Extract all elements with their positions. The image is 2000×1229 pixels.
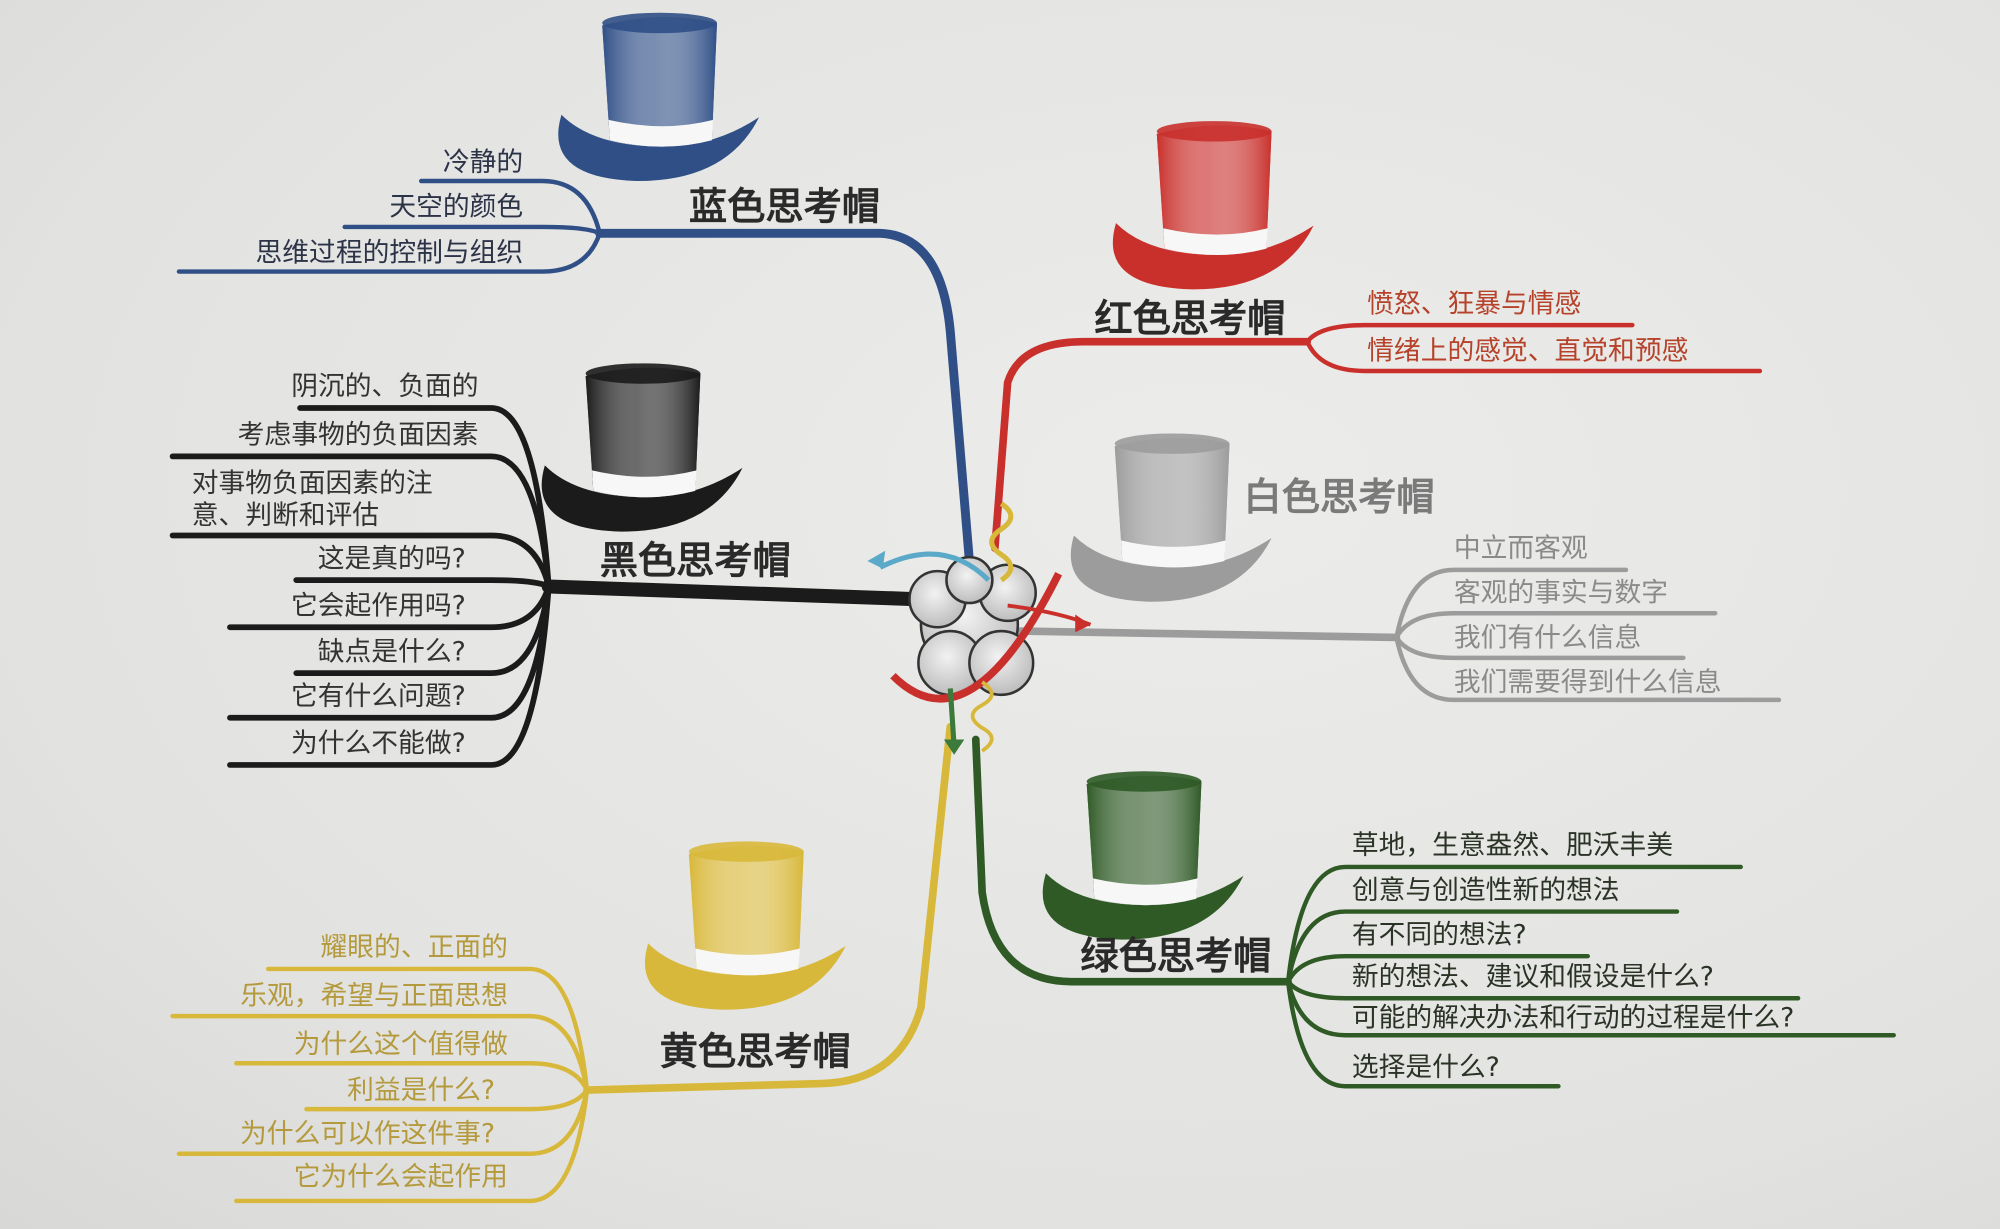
red-leaf-branch xyxy=(1305,339,1763,374)
white-leaf-branch xyxy=(1394,567,1629,640)
green-leaf-text: 有不同的想法? xyxy=(1352,919,1527,950)
blue-main-branch xyxy=(595,228,974,566)
yellow-leaf-text: 为什么可以作这件事? xyxy=(240,1118,495,1149)
red-hat-title: 红色思考帽 xyxy=(1094,297,1285,341)
yellow-hat-icon xyxy=(644,841,846,1010)
red-leaf-branch xyxy=(1305,322,1635,344)
green-leaf-text: 选择是什么? xyxy=(1352,1052,1500,1083)
white-leaf-text: 我们有什么信息 xyxy=(1454,622,1641,653)
red-swirl-arrow xyxy=(890,571,1063,703)
white-leaf-text: 我们需要得到什么信息 xyxy=(1454,667,1722,698)
blue-hat-title: 蓝色思考帽 xyxy=(689,185,880,229)
white-leaf-branch xyxy=(1394,635,1686,661)
green-leaf-text: 草地，生意盎然、肥沃丰美 xyxy=(1352,830,1673,861)
central-cloud xyxy=(867,501,1092,755)
green-leaf-branch xyxy=(1285,909,1680,984)
green-hat-title: 绿色思考帽 xyxy=(1080,935,1271,979)
yellow-leaf-branch xyxy=(304,1087,590,1112)
white-hat-icon xyxy=(1070,433,1272,602)
blue-leaf-text: 思维过程的控制与组织 xyxy=(256,237,524,268)
black-leaf-branch xyxy=(169,453,552,590)
yellow-hat-title: 黄色思考帽 xyxy=(660,1031,851,1075)
black-main-branch xyxy=(541,579,926,607)
blue-leaf-branch xyxy=(176,231,602,274)
black-leaf-text: 阴沉的、负面的 xyxy=(291,371,478,402)
yellow-leaf-text: 为什么这个值得做 xyxy=(294,1029,508,1060)
white-leaf-branch xyxy=(1394,635,1782,703)
green-leaf-text: 创意与创造性新的想法 xyxy=(1352,875,1620,906)
white-main-branch xyxy=(1016,627,1401,642)
yellow-leaf-branch xyxy=(170,1013,590,1093)
green-leaf-text: 新的想法、建议和假设是什么? xyxy=(1352,961,1714,992)
black-leaf-text: 它会起作用吗? xyxy=(291,591,466,622)
white-leaf-text: 客观的事实与数字 xyxy=(1454,578,1668,609)
green-leaf-branch xyxy=(1285,979,1561,1089)
green-hat-icon xyxy=(1042,771,1244,940)
black-leaf-text: 这是真的吗? xyxy=(318,543,466,574)
black-leaf-branch xyxy=(293,577,552,590)
black-leaf-text: 缺点是什么? xyxy=(318,636,466,667)
green-main-branch xyxy=(971,735,1292,986)
red-leaf-text: 愤怒、狂暴与情感 xyxy=(1367,288,1581,319)
black-leaf-text: 它有什么问题? xyxy=(291,681,466,712)
yellow-spring xyxy=(989,501,1014,583)
black-hat-title: 黑色思考帽 xyxy=(600,540,791,584)
yellow-leaf-branch xyxy=(234,1087,590,1204)
green-leaf-text: 可能的解决办法和行动的过程是什么? xyxy=(1352,1002,1794,1033)
yellow-main-branch xyxy=(583,722,955,1094)
yellow-leaf-branch xyxy=(265,966,590,1093)
yellow-leaf-text: 乐观，希望与正面思想 xyxy=(240,981,508,1012)
black-leaf-text: 考虑事物的负面因素 xyxy=(238,420,479,451)
yellow-leaf-text: 利益是什么? xyxy=(347,1075,495,1106)
black-hat-icon xyxy=(541,363,743,532)
blue-leaf-branch xyxy=(342,224,602,236)
red-hat-icon xyxy=(1112,121,1314,290)
blue-leaf-branch xyxy=(418,178,602,236)
blue-leaf-text: 冷静的 xyxy=(443,147,523,178)
blue-leaf-text: 天空的颜色 xyxy=(389,191,523,222)
black-leaf-text: 为什么不能做? xyxy=(291,728,466,759)
white-hat-title: 白色思考帽 xyxy=(1244,476,1435,520)
red-main-branch xyxy=(991,337,1312,553)
yellow-leaf-branch xyxy=(234,1061,590,1093)
white-leaf-text: 中立而客观 xyxy=(1454,533,1588,564)
yellow-leaf-text: 它为什么会起作用 xyxy=(294,1162,508,1193)
red-leaf-text: 情绪上的感觉、直觉和预感 xyxy=(1367,336,1688,367)
green-arrow xyxy=(947,688,957,746)
green-leaf-branch xyxy=(1285,864,1743,984)
black-leaf-branch xyxy=(169,532,552,590)
green-leaf-branch xyxy=(1285,953,1590,984)
black-leaf-branch xyxy=(227,583,552,768)
blue-hat-icon xyxy=(558,12,760,182)
white-leaf-branch xyxy=(1394,610,1718,640)
yellow-leaf-text: 耀眼的、正面的 xyxy=(321,932,508,963)
blue-swirl-arrow xyxy=(879,551,991,582)
black-leaf-text: 对事物负面因素的注意、判断和评估 xyxy=(192,468,433,531)
